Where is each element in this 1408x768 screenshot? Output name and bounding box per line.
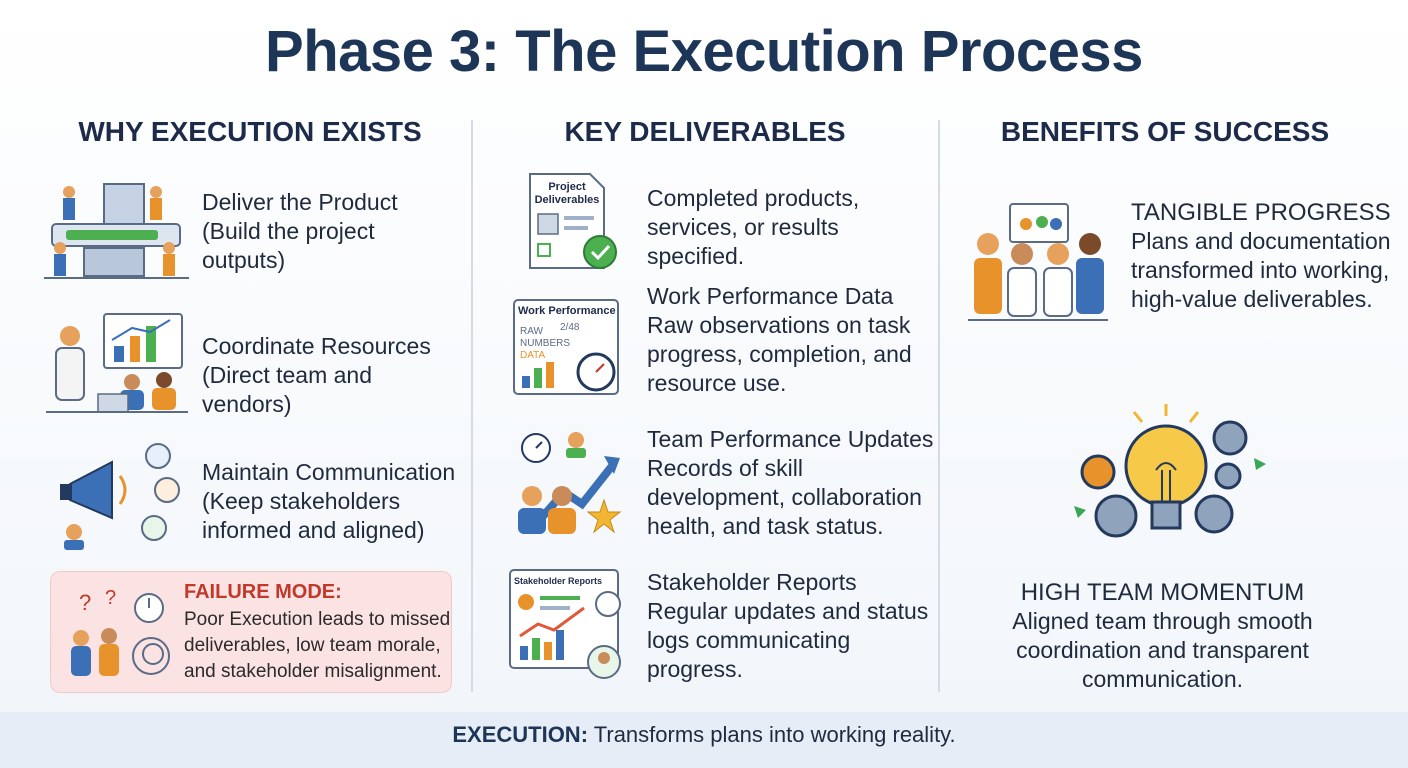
- benefits-heading: BENEFITS OF SUCCESS: [1000, 116, 1330, 147]
- stakeholder-report-icon: Stakeholder Reports: [509, 569, 621, 679]
- failure-mode-label: FAILURE MODE:: [184, 581, 342, 603]
- document-label-line: Deliverables: [535, 194, 600, 206]
- benefit-desc: Plans and documentation transformed into…: [1131, 228, 1391, 312]
- benefit-title: HIGH TEAM MOMENTUM: [1020, 579, 1305, 606]
- why-item-desc: (Direct team and vendors): [202, 362, 373, 417]
- report-label: Stakeholder Reports: [514, 576, 602, 586]
- benefit-title: TANGIBLE PROGRESS: [1131, 199, 1391, 226]
- deliverable-title: Stakeholder Reports: [647, 569, 857, 595]
- deliverable-team-performance: Team Performance Updates Records of skil…: [647, 425, 937, 541]
- construction-team-icon: [44, 183, 189, 279]
- failure-mode-text: Poor Execution leads to missed deliverab…: [184, 609, 451, 682]
- benefit-tangible-progress: TANGIBLE PROGRESS Plans and documentatio…: [1131, 198, 1401, 314]
- deliverable-desc: Raw observations on task progress, compl…: [647, 312, 912, 396]
- deliverable-work-performance: Work Performance Data Raw observations o…: [647, 282, 932, 398]
- svg-text:?: ?: [105, 587, 116, 609]
- resource-coordination-icon: [46, 313, 188, 413]
- confused-team-icon: ? ?: [71, 587, 170, 676]
- celebrating-team-icon: [968, 203, 1108, 321]
- icon-data-text: DATA: [520, 350, 546, 361]
- failure-mode-box: ? ? FAILURE MODE: Poor Execution leads t…: [50, 571, 452, 693]
- deliverable-desc: Records of skill development, collaborat…: [647, 455, 922, 539]
- footer-text: Transforms plans into working reality.: [593, 722, 956, 747]
- footer-banner: EXECUTION: Transforms plans into working…: [0, 712, 1408, 768]
- column-divider: [938, 120, 940, 692]
- why-item-desc: (Build the project outputs): [202, 218, 375, 273]
- document-label-line: Project: [548, 181, 586, 193]
- benefit-desc: Aligned team through smooth coordination…: [1012, 608, 1313, 692]
- deliverable-title: Team Performance Updates: [647, 426, 934, 452]
- why-item-coordinate: Coordinate Resources (Direct team and ve…: [202, 332, 462, 419]
- deliverable-desc: Regular updates and status logs communic…: [647, 598, 929, 682]
- column-divider: [471, 120, 473, 692]
- why-item-deliver: Deliver the Product (Build the project o…: [202, 188, 462, 275]
- why-item-desc: (Keep stakeholders informed and aligned): [202, 488, 425, 543]
- deliverable-completed: Completed products, services, or results…: [647, 184, 932, 271]
- chart-label: Work Performance: [518, 305, 616, 317]
- lightbulb-gears-icon: [1074, 404, 1266, 538]
- team-growth-icon: [518, 432, 622, 534]
- icon-ratio-text: 2/48: [560, 322, 580, 333]
- why-item-communicate: Maintain Communication (Keep stakeholder…: [202, 458, 467, 545]
- icon-numbers-text: NUMBERS: [520, 338, 570, 349]
- why-item-title: Deliver the Product: [202, 189, 398, 215]
- deliverables-heading: KEY DELIVERABLES: [564, 116, 846, 147]
- benefit-team-momentum: HIGH TEAM MOMENTUM Aligned team through …: [985, 578, 1340, 694]
- icon-raw-text: RAW: [520, 326, 544, 337]
- deliverable-title: Work Performance Data: [647, 283, 894, 309]
- deliverable-desc: Completed products, services, or results…: [647, 185, 860, 269]
- why-heading: WHY EXECUTION EXISTS: [78, 116, 422, 147]
- footer-label: EXECUTION:: [452, 722, 589, 747]
- document-check-icon: Project Deliverables: [529, 173, 617, 269]
- svg-text:?: ?: [79, 590, 91, 615]
- deliverable-stakeholder-reports: Stakeholder Reports Regular updates and …: [647, 568, 932, 684]
- page-title: Phase 3: The Execution Process: [265, 19, 1143, 84]
- megaphone-icon: [60, 443, 180, 550]
- performance-chart-icon: Work Performance RAW 2/48 NUMBERS DATA: [513, 299, 619, 395]
- why-item-title: Coordinate Resources: [202, 333, 431, 359]
- why-item-title: Maintain Communication: [202, 459, 456, 485]
